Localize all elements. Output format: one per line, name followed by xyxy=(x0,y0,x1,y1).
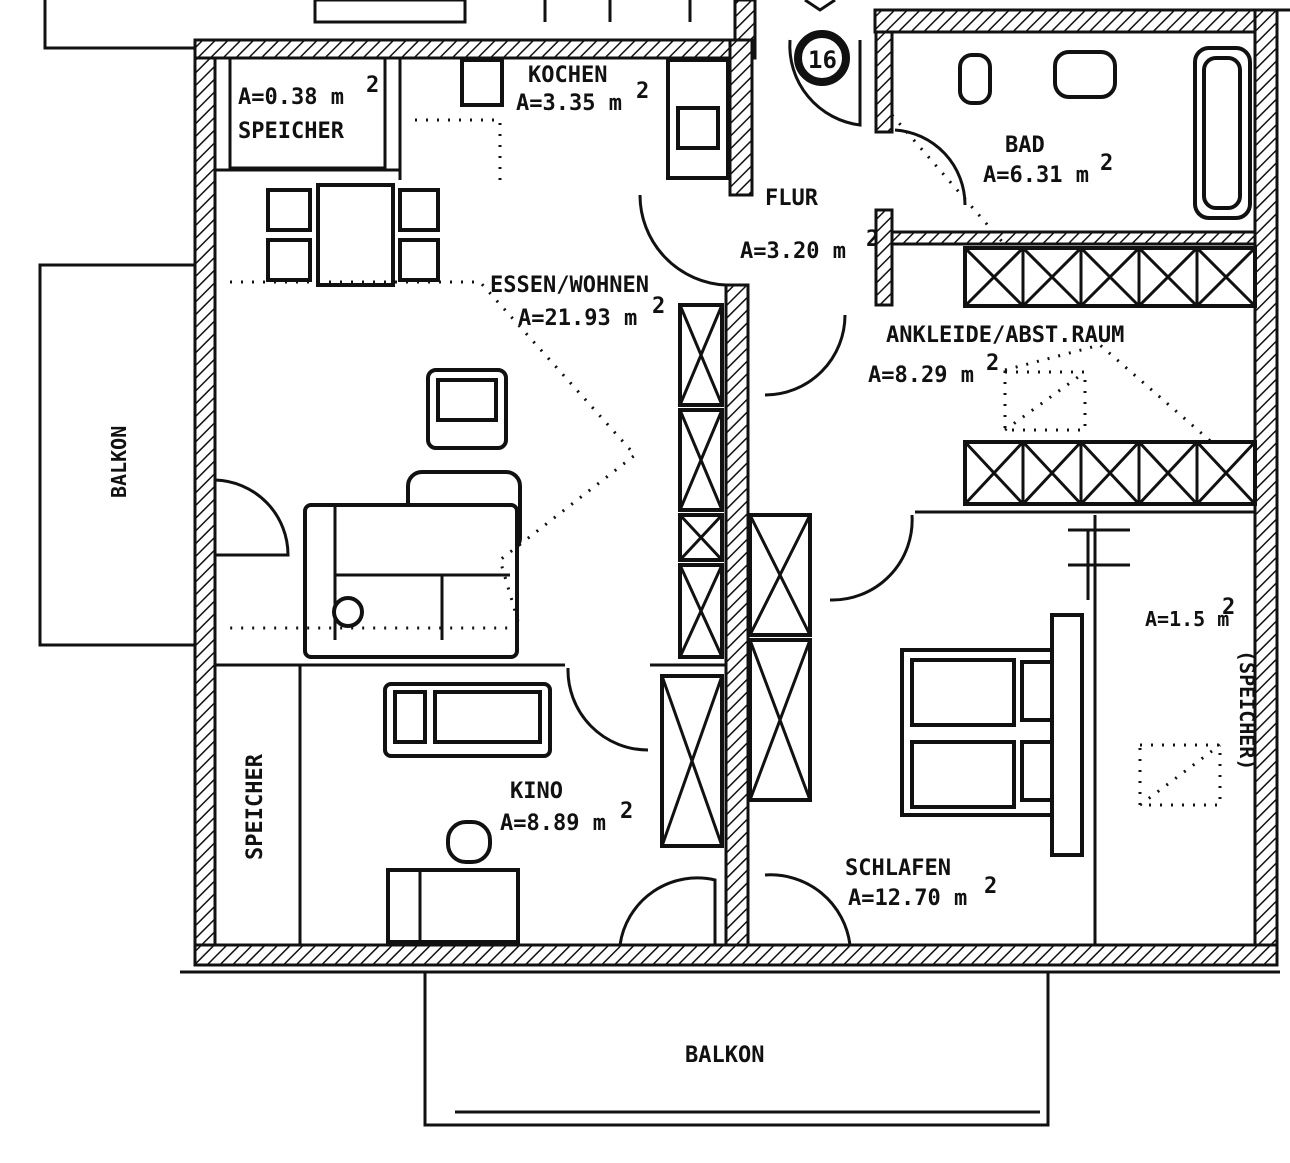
balcony-left xyxy=(38,263,195,647)
room-speicher-small: A=0.38 m 2 SPEICHER xyxy=(238,73,379,144)
svg-text:2: 2 xyxy=(866,227,879,252)
svg-text:2: 2 xyxy=(620,799,633,824)
doors xyxy=(214,39,967,947)
outer-walls xyxy=(180,8,1280,974)
room-labels: A=0.38 m 2 SPEICHER KOCHEN A=3.35 m 2 FL… xyxy=(107,63,1259,1068)
svg-text:2: 2 xyxy=(986,351,999,376)
svg-text:SPEICHER: SPEICHER xyxy=(238,119,345,144)
svg-text:2: 2 xyxy=(636,79,649,104)
svg-text:SCHLAFEN: SCHLAFEN xyxy=(845,856,951,881)
svg-text:(SPEICHER): (SPEICHER) xyxy=(1235,650,1259,770)
stair-marker: 16 xyxy=(794,30,850,86)
svg-text:BAD: BAD xyxy=(1005,133,1045,158)
svg-text:A=12.70 m: A=12.70 m xyxy=(848,886,967,911)
room-flur: FLUR A=3.20 m 2 xyxy=(740,186,879,264)
room-speicher-left: SPEICHER xyxy=(243,753,268,860)
svg-text:A=8.29 m: A=8.29 m xyxy=(868,363,974,388)
svg-text:2: 2 xyxy=(1222,595,1235,620)
room-essen-wohnen: ESSEN/WOHNEN A=21.93 m 2 xyxy=(490,273,665,331)
svg-text:ANKLEIDE/ABST.RAUM: ANKLEIDE/ABST.RAUM xyxy=(886,323,1124,348)
roof-slope-lines xyxy=(230,114,1216,630)
inner-walls xyxy=(215,30,1257,947)
room-ankleide: ANKLEIDE/ABST.RAUM A=8.29 m 2 xyxy=(868,323,1124,388)
room-kochen: KOCHEN A=3.35 m 2 xyxy=(516,63,649,116)
svg-text:2: 2 xyxy=(984,874,997,899)
svg-text:A=3.20 m: A=3.20 m xyxy=(740,239,846,264)
svg-text:KOCHEN: KOCHEN xyxy=(528,63,607,88)
balcony-bottom xyxy=(423,972,1050,1127)
svg-text:2: 2 xyxy=(366,73,379,98)
room-schlafen: SCHLAFEN A=12.70 m 2 xyxy=(845,856,997,911)
svg-text:SPEICHER: SPEICHER xyxy=(243,753,268,860)
balcony-bottom-label: BALKON xyxy=(685,1043,764,1068)
svg-text:A=0.38 m: A=0.38 m xyxy=(238,85,344,110)
svg-text:A=8.89 m: A=8.89 m xyxy=(500,811,606,836)
room-kino: KINO A=8.89 m 2 xyxy=(500,779,633,836)
svg-text:ESSEN/WOHNEN: ESSEN/WOHNEN xyxy=(490,273,649,298)
room-bad: BAD A=6.31 m 2 xyxy=(983,133,1113,188)
svg-text:FLUR: FLUR xyxy=(765,186,819,211)
svg-text:A=3.35 m: A=3.35 m xyxy=(516,91,622,116)
room-speicher-right: A=1.5 m 2 (SPEICHER) xyxy=(1145,595,1259,770)
svg-text:2: 2 xyxy=(652,294,665,319)
balcony-left-label: BALKON xyxy=(107,426,131,498)
svg-text:A=1.5 m: A=1.5 m xyxy=(1145,607,1229,631)
svg-text:KINO: KINO xyxy=(510,779,563,804)
svg-text:2: 2 xyxy=(1100,151,1113,176)
svg-text:A=6.31 m: A=6.31 m xyxy=(983,163,1089,188)
stair-number: 16 xyxy=(808,46,837,74)
svg-text:A=21.93 m: A=21.93 m xyxy=(518,306,637,331)
furniture xyxy=(266,46,1257,944)
